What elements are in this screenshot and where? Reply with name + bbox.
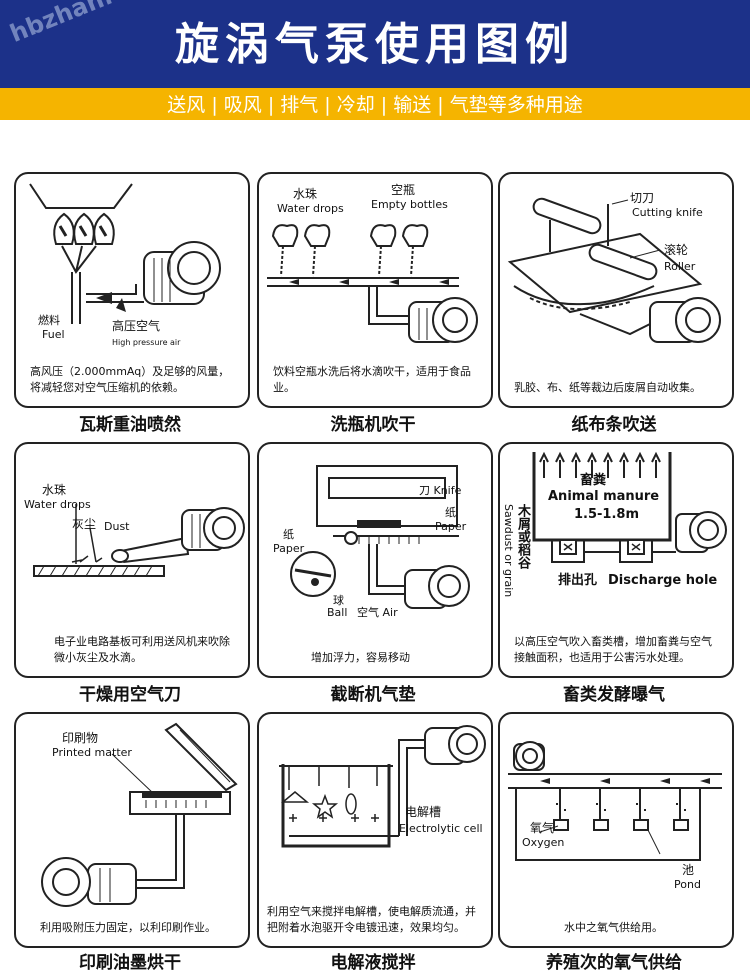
panel-caption: 纸布条吹送: [571, 415, 657, 435]
sawdust-label-cn: 木屑或稻谷: [515, 504, 530, 569]
air-label-en: High pressure air: [112, 338, 181, 347]
bottle-dryer-diagram: [267, 224, 478, 343]
air-label-cn: 高压空气: [112, 319, 161, 333]
paper-label-en: Paper: [273, 542, 305, 555]
paper-strip-diagram: [507, 197, 721, 343]
panel-description: 乳胶、布、纸等裁边后废屑自动收集。: [514, 381, 701, 394]
knife-label-cn: 切刀: [630, 191, 655, 205]
panel-description: 电子业电路基板可利用送风机来吹除微小灰尘及水滴。: [54, 635, 230, 664]
panel-paper-strip: 切刀 Cutting knife 滚轮 Roller 乳胶、布、纸等裁边后废屑自…: [498, 172, 734, 408]
cell-label-en: Electrolytic cell: [399, 822, 483, 835]
panel-manure-aeration: 畜粪 Animal manure 1.5-1.8m 木屑或稻谷 Sawdust …: [498, 442, 734, 678]
manure-label-cn: 畜粪: [580, 473, 607, 488]
roller-label-cn: 滚轮: [664, 243, 689, 257]
air-knife-diagram: [33, 504, 245, 577]
pond-diagram: [508, 741, 722, 861]
panel-gas-oil-burner: 燃料 Fuel 高压空气 High pressure air 高风压（2.000…: [14, 172, 250, 408]
panel-ink-drying: 印刷物 Printed matter 利用吸附压力固定，以利印刷作业。: [14, 712, 250, 948]
oxygen-label-cn: 氧气: [530, 821, 555, 835]
cutter-diagram: [290, 465, 470, 609]
ball-label-en: Ball: [327, 606, 348, 619]
printing-diagram: [41, 722, 238, 907]
oxygen-label-en: Oxygen: [522, 836, 565, 849]
paper2-label-en: Paper: [435, 520, 467, 533]
subtitle-banner: 送风 | 吸风 | 排气 | 冷却 | 输送 | 气垫等多种用途: [0, 88, 750, 120]
dust-label-en: Dust: [104, 520, 130, 533]
printed-label-en: Printed matter: [52, 746, 132, 759]
manure-tank-diagram: [532, 451, 727, 563]
panel-air-knife: 水珠 Water drops 灰尘 Dust 电子业电路基板可利用送风机来吹除微…: [14, 442, 250, 678]
water-label-en: Water drops: [277, 202, 344, 215]
air-label: 空气 Air: [357, 606, 398, 619]
burner-diagram: [29, 183, 221, 324]
panel-caption: 瓦斯重油喷然: [79, 415, 181, 435]
knife-label: 刀 Knife: [419, 484, 462, 497]
hole-label-en: Discharge hole: [608, 573, 718, 588]
fuel-label-en: Fuel: [42, 328, 65, 341]
panel-caption: 洗瓶机吹干: [330, 415, 416, 435]
panel-electrolyte-stirring: 电解槽 Electrolytic cell 利用空气来搅拌电解槽，使电解质流通，…: [257, 712, 493, 948]
paper2-label-cn: 纸: [445, 506, 456, 519]
manure-label-en: Animal manure: [548, 489, 660, 504]
bottle-label-cn: 空瓶: [391, 183, 416, 197]
electrolytic-diagram: [279, 725, 486, 848]
bottle-label-en: Empty bottles: [371, 198, 448, 211]
sawdust-label-en: Sawdust or grain: [502, 504, 515, 598]
panel-bottle-dryer: 水珠 Water drops 空瓶 Empty bottles 饮料空瓶水洗后将…: [257, 172, 493, 408]
fuel-label-cn: 燃料: [38, 314, 60, 327]
panel-cutter-air-cushion: 刀 Knife 纸 Paper 纸 Paper 球 Ball 空气 Air 增加…: [257, 442, 493, 678]
subtitle: 送风 | 吸风 | 排气 | 冷却 | 输送 | 气垫等多种用途: [167, 94, 583, 116]
panel-description: 增加浮力，容易移动: [311, 651, 410, 664]
dust-label-cn: 灰尘: [72, 517, 97, 531]
header-bar: hbzhan.com 旋涡气泵使用图例: [0, 0, 750, 88]
depth-label: 1.5-1.8m: [574, 507, 639, 522]
panel-caption: 干燥用空气刀: [79, 685, 181, 705]
panel-caption: 印刷油墨烘干: [79, 953, 181, 973]
panel-caption: 畜类发酵曝气: [563, 685, 665, 705]
panel-description: 饮料空瓶水洗后将水滴吹干，适用于食品业。: [273, 365, 471, 394]
panel-description: 以高压空气吹入畜类槽，增加畜粪与空气接触面积，也适用于公害污水处理。: [514, 635, 712, 664]
printed-label-cn: 印刷物: [62, 731, 99, 745]
water-label-cn: 水珠: [293, 187, 318, 201]
water-label-cn: 水珠: [42, 483, 67, 497]
water-label-en: Water drops: [24, 498, 91, 511]
panel-description: 利用吸附压力固定，以利印刷作业。: [40, 921, 216, 934]
paper-label-cn: 纸: [283, 528, 294, 541]
panel-caption: 电解液搅拌: [330, 953, 416, 973]
cell-label-cn: 电解槽: [405, 805, 442, 819]
panel-description: 高风压（2.000mmAq）及足够的风量，将减轻您对空气压缩机的依赖。: [30, 365, 230, 394]
hole-label-cn: 排出孔: [558, 573, 598, 588]
knife-label-en: Cutting knife: [632, 206, 703, 219]
pond-label-cn: 池: [682, 863, 695, 877]
ball-label-cn: 球: [333, 594, 344, 607]
pond-label-en: Pond: [674, 878, 701, 891]
panel-description: 利用空气来搅拌电解槽，使电解质流通，并把附着水泡驱开令电镀迅速，效果均匀。: [267, 905, 476, 934]
roller-label-en: Roller: [664, 260, 696, 273]
panel-caption: 养殖次的氧气供给: [546, 953, 682, 973]
panel-oxygen-supply: 氧气 Oxygen 池 Pond 水中之氧气供给用。: [498, 712, 734, 948]
panel-description: 水中之氧气供给用。: [564, 921, 663, 934]
panel-caption: 截断机气垫: [330, 685, 416, 705]
page-title: 旋涡气泵使用图例: [175, 19, 575, 70]
